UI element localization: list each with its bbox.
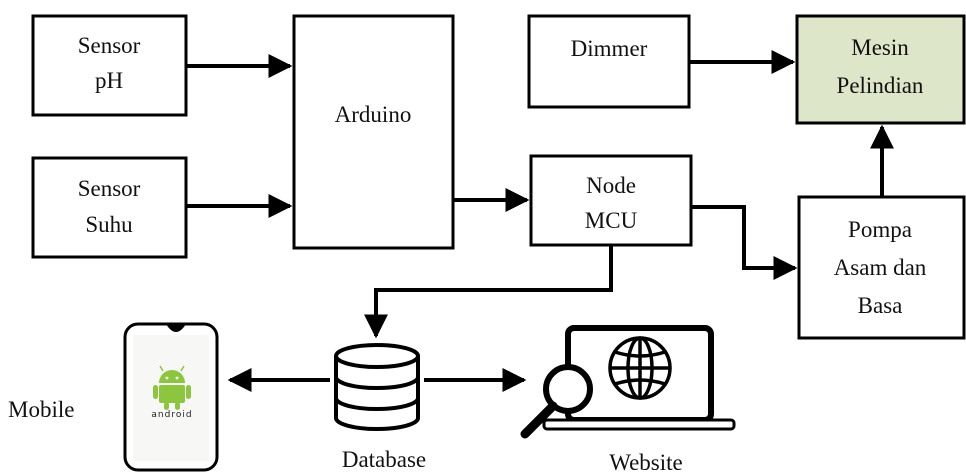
sensor-suhu-box: Sensor Suhu (31, 156, 188, 259)
magnifier-icon (520, 364, 593, 439)
dimmer-box: Dimmer (527, 14, 691, 109)
arduino-box: Arduino (292, 14, 455, 250)
laptop-icon (542, 325, 736, 431)
database-label: Database (342, 447, 426, 472)
sensor-ph-box: Sensor pH (31, 14, 188, 117)
arrow-nodemcu-to-pompa (691, 205, 798, 280)
nodemcu-label-line1: Node (586, 173, 636, 198)
android-phone-icon: android (123, 322, 219, 472)
mesin-label-line1: Mesin (851, 35, 909, 60)
arduino-label: Arduino (335, 102, 412, 127)
website-label: Website (609, 450, 683, 474)
pompa-box: Pompa Asam dan Basa (797, 195, 966, 340)
pompa-label-line3: Basa (858, 293, 903, 318)
dimmer-label: Dimmer (571, 36, 648, 61)
nodemcu-box: Node MCU (529, 154, 693, 247)
nodemcu-label-line2: MCU (585, 208, 638, 233)
android-wordmark: android (151, 410, 192, 420)
pompa-label-line2: Asam dan (834, 255, 927, 280)
globe-icon (608, 336, 672, 400)
sensor-ph-label-line1: Sensor (78, 33, 141, 58)
sensor-suhu-label-line1: Sensor (78, 176, 141, 201)
sensor-ph-label-line2: pH (95, 68, 123, 93)
mesin-pelindian-box: Mesin Pelindian (795, 14, 966, 125)
pompa-label-line1: Pompa (848, 217, 912, 242)
mobile-label: Mobile (8, 397, 74, 422)
database-icon (334, 343, 420, 431)
sensor-suhu-label-line2: Suhu (85, 212, 133, 237)
mesin-label-line2: Pelindian (837, 73, 924, 98)
arrow-nodemcu-to-database (364, 245, 613, 339)
